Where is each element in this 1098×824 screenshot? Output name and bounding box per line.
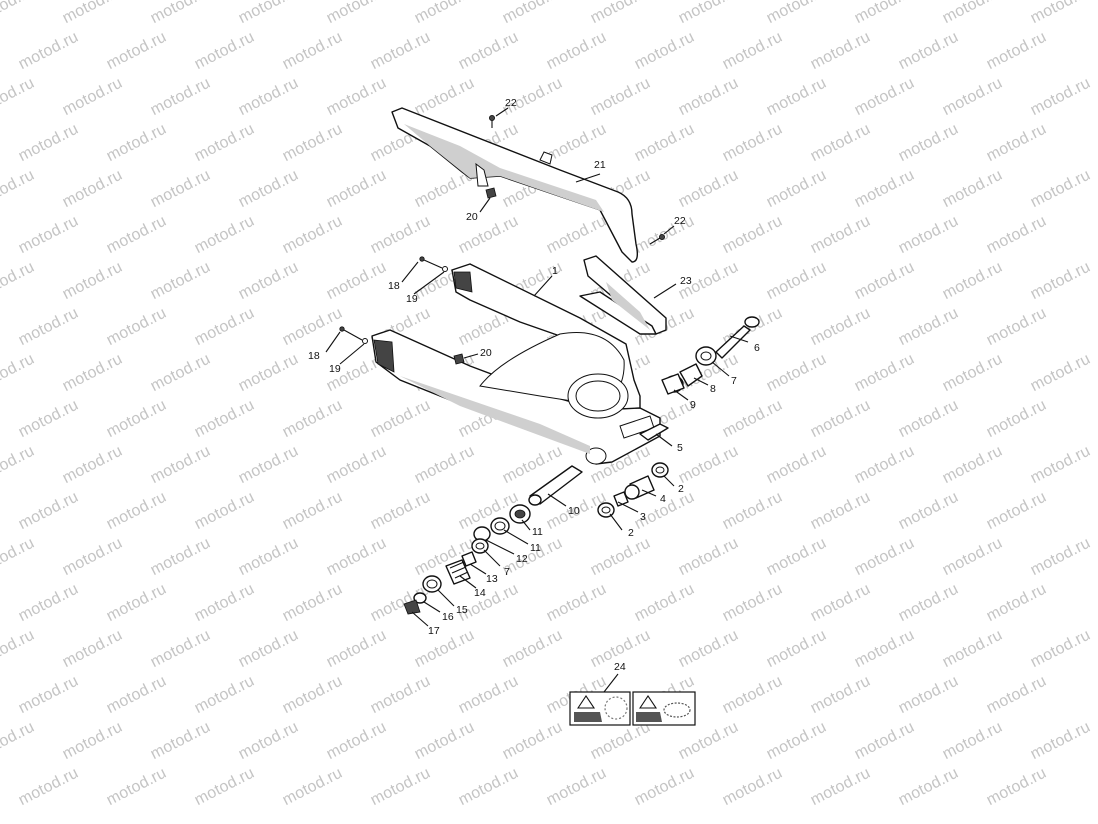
fasteners-part	[339, 115, 666, 365]
chain-slider-part	[579, 255, 667, 335]
left-bearing-stack-part	[403, 504, 531, 615]
callout-20: 20	[466, 211, 478, 223]
warning-triangle-icon	[576, 695, 596, 709]
chain-guard-part	[391, 107, 639, 263]
warning-decals	[569, 691, 696, 726]
callout-19: 19	[406, 293, 418, 305]
chain-icon	[663, 702, 691, 718]
callout-10: 10	[568, 505, 580, 517]
callout-5: 5	[677, 442, 683, 454]
adjuster-plate-part	[639, 423, 669, 441]
spindle-part	[528, 465, 583, 506]
warning-triangle-icon	[638, 695, 658, 709]
callout-18: 18	[308, 350, 320, 362]
callout-13: 13	[486, 573, 498, 585]
callout-17: 17	[428, 625, 440, 637]
callout-2: 2	[678, 483, 684, 495]
pivot-bolt-part	[661, 316, 760, 395]
callout-20: 20	[480, 347, 492, 359]
callout-2: 2	[628, 527, 634, 539]
callout-19: 19	[329, 363, 341, 375]
callout-14: 14	[474, 587, 486, 599]
callout-4: 4	[660, 493, 666, 505]
callout-3: 3	[640, 511, 646, 523]
callout-22: 22	[674, 215, 686, 227]
swingarm-part	[371, 263, 661, 465]
callout-21: 21	[594, 159, 606, 171]
manual-book-icon	[636, 712, 662, 722]
callout-6: 6	[754, 342, 760, 354]
callout-15: 15	[456, 604, 468, 616]
callout-18: 18	[388, 280, 400, 292]
callout-labels: 1 2 2 3 4 5 6 7 7 8 9 10 11 11 12 13 14 …	[308, 97, 760, 673]
callout-11: 11	[530, 542, 541, 554]
callout-1: 1	[552, 265, 558, 277]
callout-12: 12	[516, 553, 528, 565]
callout-24: 24	[614, 661, 626, 673]
callout-22: 22	[505, 97, 517, 109]
sprocket-icon	[604, 696, 628, 720]
leader-lines	[325, 107, 749, 693]
callout-7: 7	[731, 375, 737, 387]
callout-8: 8	[710, 383, 716, 395]
callout-16: 16	[442, 611, 454, 623]
callout-11: 11	[532, 526, 543, 538]
callout-23: 23	[680, 275, 692, 287]
callout-7: 7	[504, 566, 510, 578]
manual-book-icon	[574, 712, 602, 722]
callout-9: 9	[690, 399, 696, 411]
